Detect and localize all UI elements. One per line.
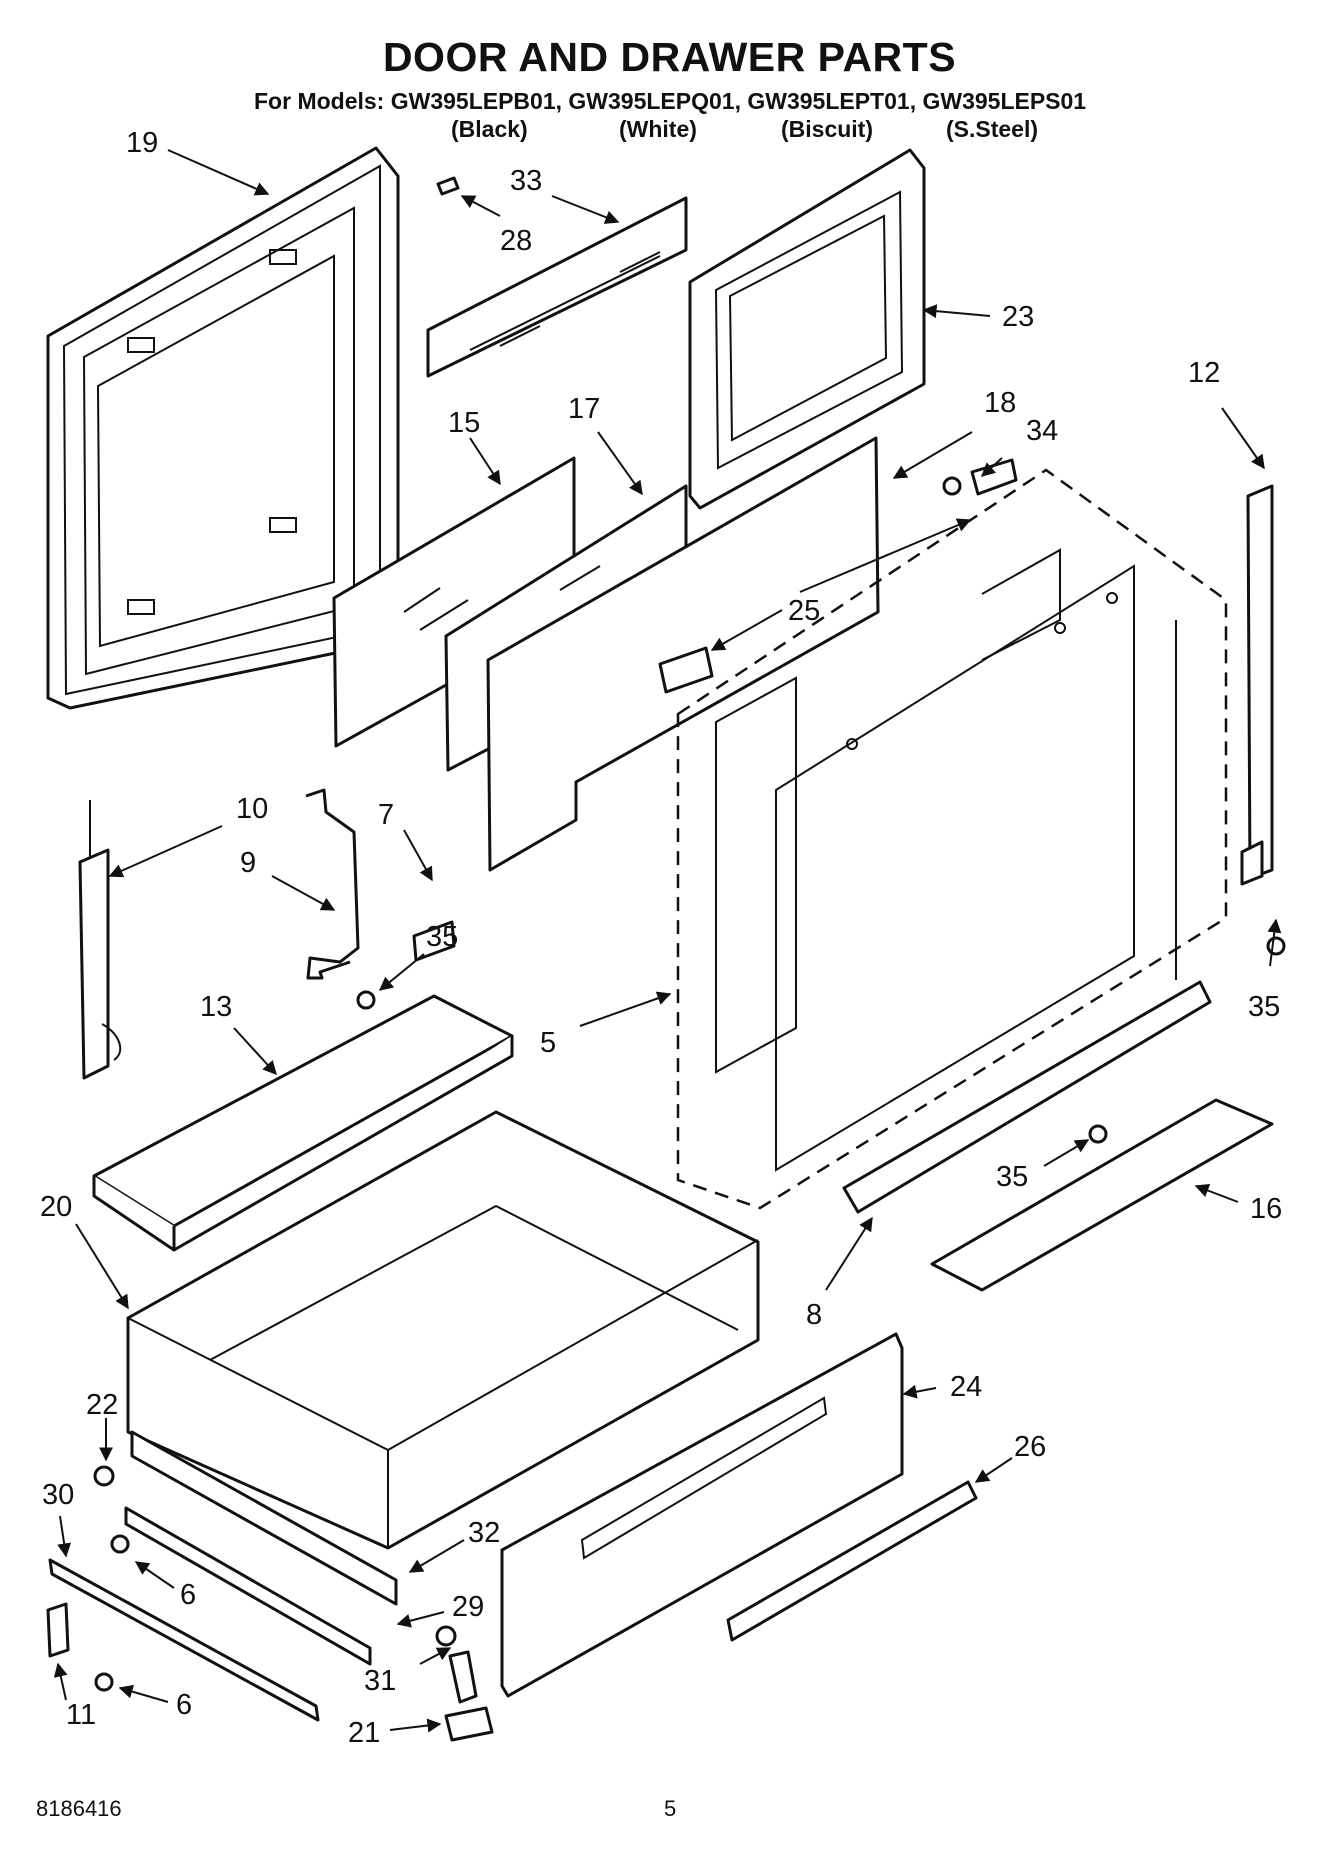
callout-23: 23 — [1002, 301, 1034, 333]
callout-31: 31 — [364, 1665, 396, 1697]
inner-door-frame-23 — [688, 148, 926, 510]
screw-29 — [435, 1625, 457, 1647]
part-number: 8186416 — [36, 1796, 122, 1821]
callout-15: 15 — [448, 407, 480, 439]
page-title: DOOR AND DRAWER PARTS — [382, 34, 957, 80]
screw-35-right — [1266, 936, 1286, 956]
insulation-18 — [486, 436, 880, 872]
callout-34: 34 — [1026, 415, 1058, 447]
hinge-plate-25 — [658, 646, 714, 694]
screw-22 — [93, 1465, 115, 1487]
color-black: (Black) — [451, 116, 528, 142]
vent-strip-33 — [426, 196, 688, 378]
hinge-bracket-9 — [305, 788, 360, 980]
callout-30: 30 — [42, 1479, 74, 1511]
callout-35c: 35 — [996, 1161, 1028, 1193]
callout-22: 22 — [86, 1389, 118, 1421]
callout-5: 5 — [540, 1027, 556, 1059]
callout-6a: 6 — [180, 1579, 196, 1611]
color-white: (White) — [619, 116, 697, 142]
bottom-strip-16 — [930, 1098, 1274, 1292]
color-biscuit: (Biscuit) — [781, 116, 873, 142]
callout-13: 13 — [200, 991, 232, 1023]
screw-35-bottom — [1088, 1124, 1108, 1144]
callout-26: 26 — [1014, 1431, 1046, 1463]
hinge-10 — [78, 800, 122, 1080]
models-line: For Models: GW395LEPB01, GW395LEPQ01, GW… — [254, 88, 1087, 114]
page-number: 5 — [664, 1796, 677, 1821]
leveling-foot-21 — [444, 1706, 494, 1742]
callout-17: 17 — [568, 393, 600, 425]
callout-35b: 35 — [1248, 991, 1280, 1023]
callout-19: 19 — [126, 127, 158, 159]
callout-24: 24 — [950, 1371, 982, 1403]
callout-arrows — [53, 149, 1282, 1733]
color-s-steel: (S.Steel) — [946, 116, 1039, 142]
callout-11: 11 — [66, 1699, 96, 1731]
drawer-front-24 — [500, 1332, 904, 1698]
callout-10: 10 — [236, 793, 268, 825]
side-bracket-12 — [1240, 484, 1274, 886]
callout-29: 29 — [452, 1591, 484, 1623]
clip-28 — [436, 176, 460, 196]
callout-32: 32 — [468, 1517, 500, 1549]
callout-33: 33 — [510, 165, 542, 197]
callout-28: 28 — [500, 225, 532, 257]
screw-6b — [94, 1672, 114, 1692]
hinge-receptacle-34 — [942, 458, 1018, 496]
callout-9: 9 — [240, 847, 256, 879]
handle-26 — [726, 1480, 978, 1642]
bracket-31 — [448, 1650, 478, 1704]
screw-6 — [110, 1534, 130, 1554]
rail-32b — [124, 1506, 372, 1666]
drawer-tray-13 — [92, 994, 514, 1252]
callout-21: 21 — [348, 1717, 380, 1749]
glide-30 — [48, 1558, 320, 1722]
callout-12: 12 — [1188, 357, 1220, 389]
screw-35-left — [356, 990, 376, 1010]
callout-35a: 35 — [426, 921, 458, 953]
leveler-11 — [46, 1602, 70, 1658]
callout-7: 7 — [378, 799, 394, 831]
door-trim-8 — [842, 980, 1212, 1214]
callout-8: 8 — [806, 1299, 822, 1331]
door-liner-assembly-5 — [676, 468, 1228, 1210]
callout-16: 16 — [1250, 1193, 1282, 1225]
callout-20: 20 — [40, 1191, 72, 1223]
pad-7 — [412, 920, 456, 962]
callout-25: 25 — [788, 595, 820, 627]
rail-32 — [130, 1430, 398, 1606]
callout-18: 18 — [984, 387, 1016, 419]
callout-6b: 6 — [176, 1689, 192, 1721]
drawer-body-20 — [126, 1110, 760, 1550]
